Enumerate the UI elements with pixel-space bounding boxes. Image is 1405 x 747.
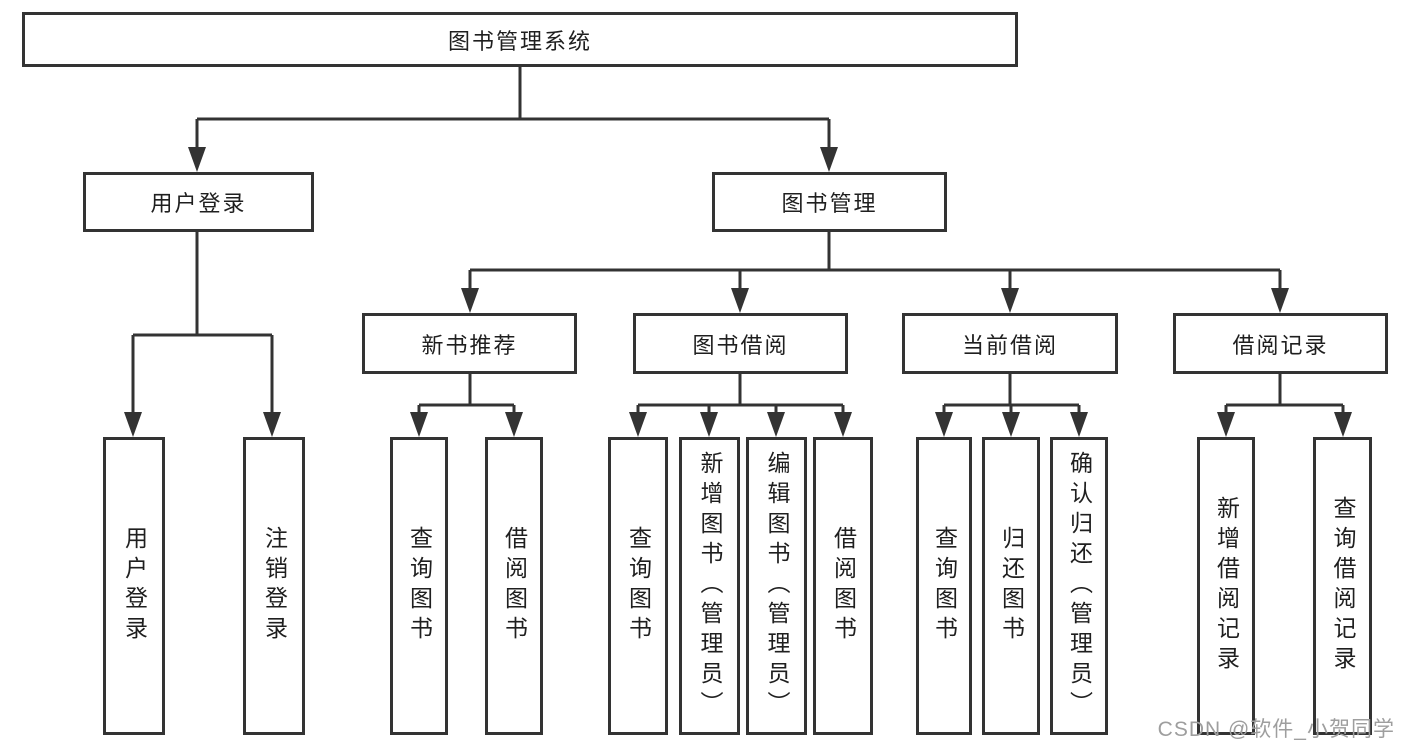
leaf-query-borrow-record: 查询借阅记录 — [1313, 437, 1372, 735]
leaf-query-books-current: 查询图书 — [916, 437, 972, 735]
leaf-add-book-admin-label: 新增图书（管理员） — [697, 451, 723, 721]
leaf-borrow-books: 借阅图书 — [813, 437, 873, 735]
leaf-query-books-recommend-label: 查询图书 — [406, 526, 433, 646]
leaf-query-borrow-record-label: 查询借阅记录 — [1330, 496, 1356, 676]
leaf-edit-book-admin-label: 编辑图书（管理员） — [764, 451, 790, 721]
leaf-query-books-current-label: 查询图书 — [931, 526, 958, 646]
leaf-add-book-admin: 新增图书（管理员） — [679, 437, 740, 735]
leaf-edit-book-admin: 编辑图书（管理员） — [746, 437, 807, 735]
leaf-borrow-books-recommend-label: 借阅图书 — [501, 526, 528, 646]
leaf-logout: 注销登录 — [243, 437, 305, 735]
leaf-return-books: 归还图书 — [982, 437, 1040, 735]
node-borrow-records: 借阅记录 — [1173, 313, 1388, 374]
node-book-management: 图书管理 — [712, 172, 947, 232]
leaf-add-borrow-record-label: 新增借阅记录 — [1213, 496, 1240, 676]
leaf-borrow-books-label: 借阅图书 — [830, 526, 857, 646]
node-user-login: 用户登录 — [83, 172, 314, 232]
node-book-borrowing: 图书借阅 — [633, 313, 848, 374]
leaf-user-login: 用户登录 — [103, 437, 165, 735]
leaf-logout-label: 注销登录 — [261, 526, 288, 646]
leaf-borrow-books-recommend: 借阅图书 — [485, 437, 543, 735]
leaf-add-borrow-record: 新增借阅记录 — [1197, 437, 1255, 735]
leaf-query-books-recommend: 查询图书 — [390, 437, 448, 735]
node-current-borrowing: 当前借阅 — [902, 313, 1118, 374]
leaf-query-books-borrowing-label: 查询图书 — [625, 526, 652, 646]
leaf-query-books-borrowing: 查询图书 — [608, 437, 668, 735]
leaf-confirm-return-admin: 确认归还（管理员） — [1050, 437, 1108, 735]
leaf-confirm-return-admin-label: 确认归还（管理员） — [1066, 451, 1093, 721]
leaf-return-books-label: 归还图书 — [998, 526, 1025, 646]
node-new-book-recommend: 新书推荐 — [362, 313, 577, 374]
node-library-system: 图书管理系统 — [22, 12, 1018, 67]
leaf-user-login-label: 用户登录 — [121, 526, 148, 646]
watermark-text: CSDN @软件_小贺同学 — [1157, 718, 1395, 741]
